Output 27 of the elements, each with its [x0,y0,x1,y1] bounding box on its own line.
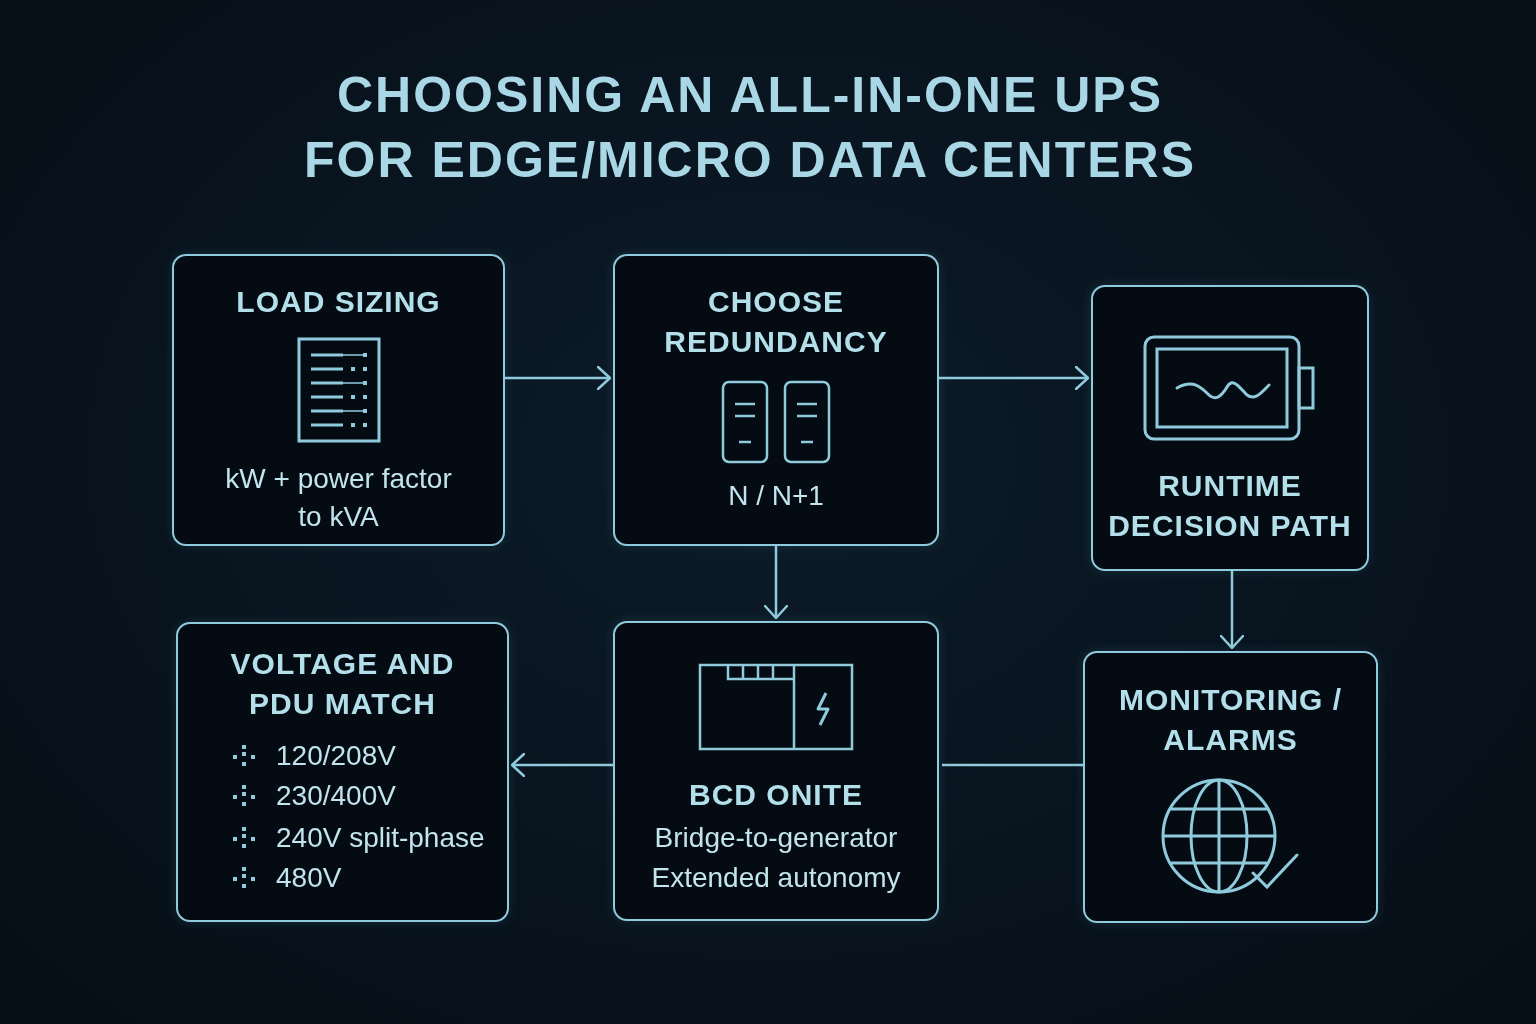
arrow [1219,571,1245,650]
box-heading: CHOOSE REDUNDANCY [663,284,889,360]
arrow [510,752,613,778]
process-box [1083,651,1378,923]
process-box [172,254,505,546]
connector-line [942,763,1083,767]
box-text: Bridge-to-generator [654,821,898,855]
box-heading: BCD ONITE [689,777,863,813]
list-item-text: 230/400V [276,779,396,813]
process-box [613,621,939,921]
list-item-text: 240V split-phase [276,821,485,855]
box-text: N / N+1 [728,479,824,513]
process-box [613,254,939,546]
box-heading: RUNTIME DECISION PATH [1107,468,1353,544]
arrow [763,546,789,620]
arrow [505,365,612,391]
list-item-text: 120/208V [276,739,396,773]
box-heading: MONITORING / ALARMS [1117,682,1344,758]
list-item-text: 480V [276,861,342,895]
diagram-title: CHOOSING AN ALL-IN-ONE UPS FOR EDGE/MICRO DATA CENTERS [303,66,1197,190]
process-box [1091,285,1369,571]
box-heading: VOLTAGE AND PDU MATCH [229,646,456,722]
box-text: Extended autonomy [651,861,901,895]
box-heading: LOAD SIZING [236,284,441,320]
process-box [176,622,509,922]
box-text: kW + power factor to kVA [224,462,453,534]
arrow [939,365,1090,391]
